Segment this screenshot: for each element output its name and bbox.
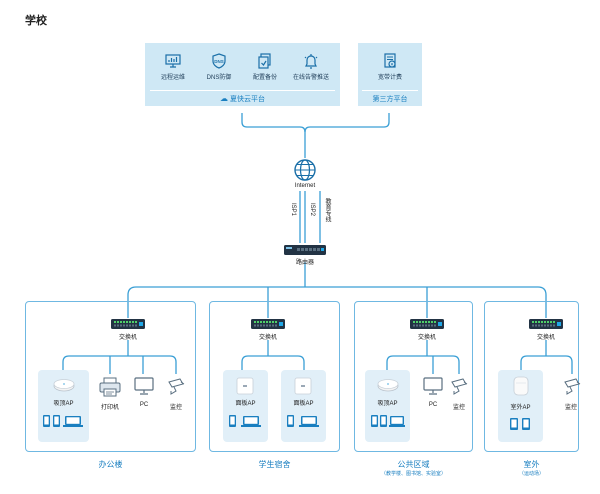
third-platform-label: 第三方平台: [372, 96, 408, 103]
region-outdoor-name: 室外: [523, 460, 540, 469]
router-label: 路由器: [295, 260, 314, 266]
service-broadband-billing: ¥ 宽带计费: [365, 53, 415, 81]
client-devices-icon: [287, 415, 319, 427]
svg-text:¥: ¥: [391, 62, 394, 67]
panel-ap-icon: [294, 377, 312, 395]
client-devices-icon: [371, 415, 405, 427]
camera-icon: [564, 378, 581, 395]
service-online-alert: 在线告警推送: [286, 53, 336, 81]
camera-label: 监控: [452, 405, 465, 411]
region-outdoor: [484, 301, 579, 452]
ceiling-ap-icon: [377, 379, 399, 392]
region-public: [354, 301, 473, 452]
printer-icon: [99, 377, 121, 397]
pc-label: PC: [139, 402, 149, 408]
service-config-backup: 配置备份: [240, 53, 290, 81]
switch-label: 交换机: [417, 335, 436, 341]
service-remote-ops: 远程运维: [148, 53, 198, 81]
region-office-name: 办公楼: [98, 460, 123, 469]
switch-icon: [410, 319, 444, 329]
switch-label: 交换机: [118, 335, 137, 341]
cloud-platform-panel: [145, 43, 340, 106]
cloud-divider: [150, 90, 335, 91]
service-label: 配置备份: [252, 75, 277, 81]
service-label: 在线告警推送: [292, 75, 329, 81]
cloud-platform-name: 夏快云平台: [229, 96, 265, 103]
backup-icon: [258, 53, 271, 69]
third-divider: [362, 90, 418, 91]
switch-icon: [251, 319, 285, 329]
panel-ap-icon: [236, 377, 254, 395]
pc-icon: [423, 377, 443, 395]
switch-label: 交换机: [258, 335, 277, 341]
region-public-name: 公共区域: [397, 460, 430, 469]
pc-label: PC: [428, 402, 438, 408]
outdoor-ap-icon: [513, 376, 529, 396]
outdoor-ap-label: 室外AP: [510, 405, 531, 411]
page-title: 学校: [25, 15, 47, 27]
svg-text:DNS: DNS: [214, 59, 224, 64]
region-office: [25, 301, 196, 452]
panel-ap-label: 面板AP: [235, 401, 256, 407]
client-devices-icon: [43, 415, 83, 427]
edu-line-label: 教育专线: [324, 198, 330, 222]
ceiling-ap-label: 吸顶AP: [53, 401, 74, 407]
camera-label: 监控: [564, 405, 577, 411]
camera-icon: [168, 378, 185, 395]
internet-label: Internet: [294, 183, 316, 189]
isp2-label: ISP2: [309, 203, 315, 217]
region-dorm-name: 学生宿舍: [258, 460, 291, 469]
isp1-label: ISP1: [290, 203, 296, 217]
switch-label: 交换机: [536, 335, 555, 341]
printer-label: 打印机: [100, 405, 119, 411]
alert-icon: [304, 54, 318, 69]
camera-label: 监控: [169, 405, 182, 411]
pc-icon: [134, 377, 154, 395]
switch-icon: [529, 319, 563, 329]
billing-icon: ¥: [384, 53, 396, 68]
region-outdoor-sub: （运动场）: [518, 471, 544, 477]
client-devices-icon: [510, 418, 530, 430]
camera-icon: [451, 378, 468, 395]
ceiling-ap-label: 吸顶AP: [377, 401, 398, 407]
service-label: 远程运维: [160, 75, 185, 81]
ceiling-ap-icon: [53, 379, 75, 392]
cloud-platform-label: ☁ 夏快云平台: [195, 94, 290, 104]
globe-icon: [294, 159, 316, 181]
client-devices-icon: [229, 415, 261, 427]
router-icon: [284, 245, 326, 255]
region-dorm: [209, 301, 340, 452]
switch-icon: [111, 319, 145, 329]
panel-ap-label: 面板AP: [293, 401, 314, 407]
dns-shield-icon: DNS: [212, 53, 226, 69]
monitor-icon: [165, 54, 181, 68]
service-dns-defense: DNS DNS防御: [194, 53, 244, 81]
cloud-icon: ☁: [220, 94, 229, 103]
service-label: DNS防御: [206, 75, 232, 81]
service-label: 宽带计费: [377, 75, 402, 81]
region-public-sub: （教学楼、图书馆、实验室）: [380, 471, 446, 477]
